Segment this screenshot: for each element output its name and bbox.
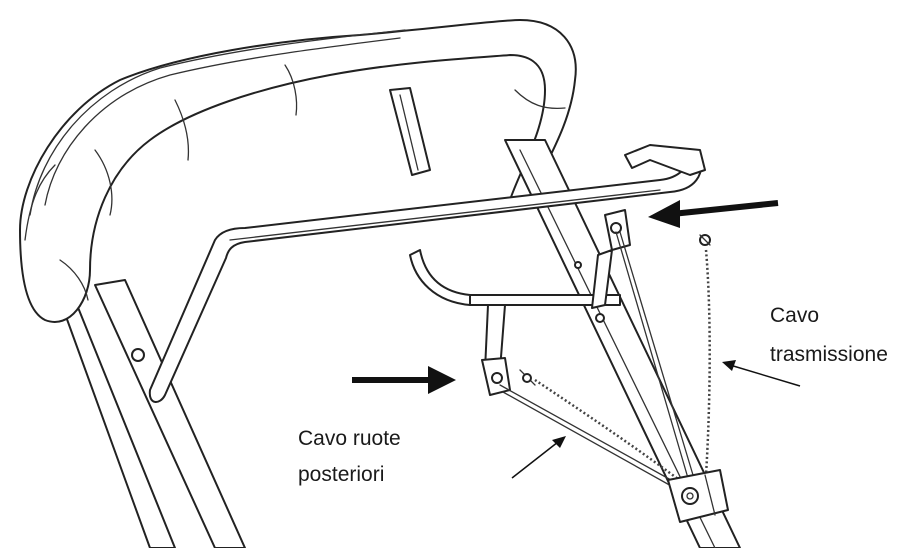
label-cavo-trasmissione-2: trasmissione xyxy=(770,343,888,366)
bail-hook xyxy=(624,144,706,176)
bold-arrow-upper xyxy=(648,200,779,228)
pointer-arrow-trasmissione xyxy=(722,360,801,387)
right-lever xyxy=(591,249,613,309)
cable-ruote-dotted xyxy=(534,378,691,489)
label-cavo-ruote-2: posteriori xyxy=(298,463,385,486)
handle-loop xyxy=(19,19,577,323)
label-cavo-trasmissione-1: Cavo xyxy=(770,304,820,327)
handle-grip-band xyxy=(44,37,401,206)
cable-trasmissione-solid xyxy=(615,231,691,486)
clamp-bolt xyxy=(681,487,699,505)
label-cavo-ruote-1: Cavo ruote xyxy=(298,427,401,450)
cable-trasmissione-dotted xyxy=(703,249,711,491)
cable-ruote-solid xyxy=(499,384,681,486)
bail-bar xyxy=(148,154,703,403)
center-tube xyxy=(504,139,741,548)
pointer-arrow-ruote xyxy=(511,436,566,479)
bold-arrow-lower xyxy=(352,366,456,394)
left-lower-tube-inner xyxy=(94,279,246,548)
top-clip xyxy=(389,87,431,176)
